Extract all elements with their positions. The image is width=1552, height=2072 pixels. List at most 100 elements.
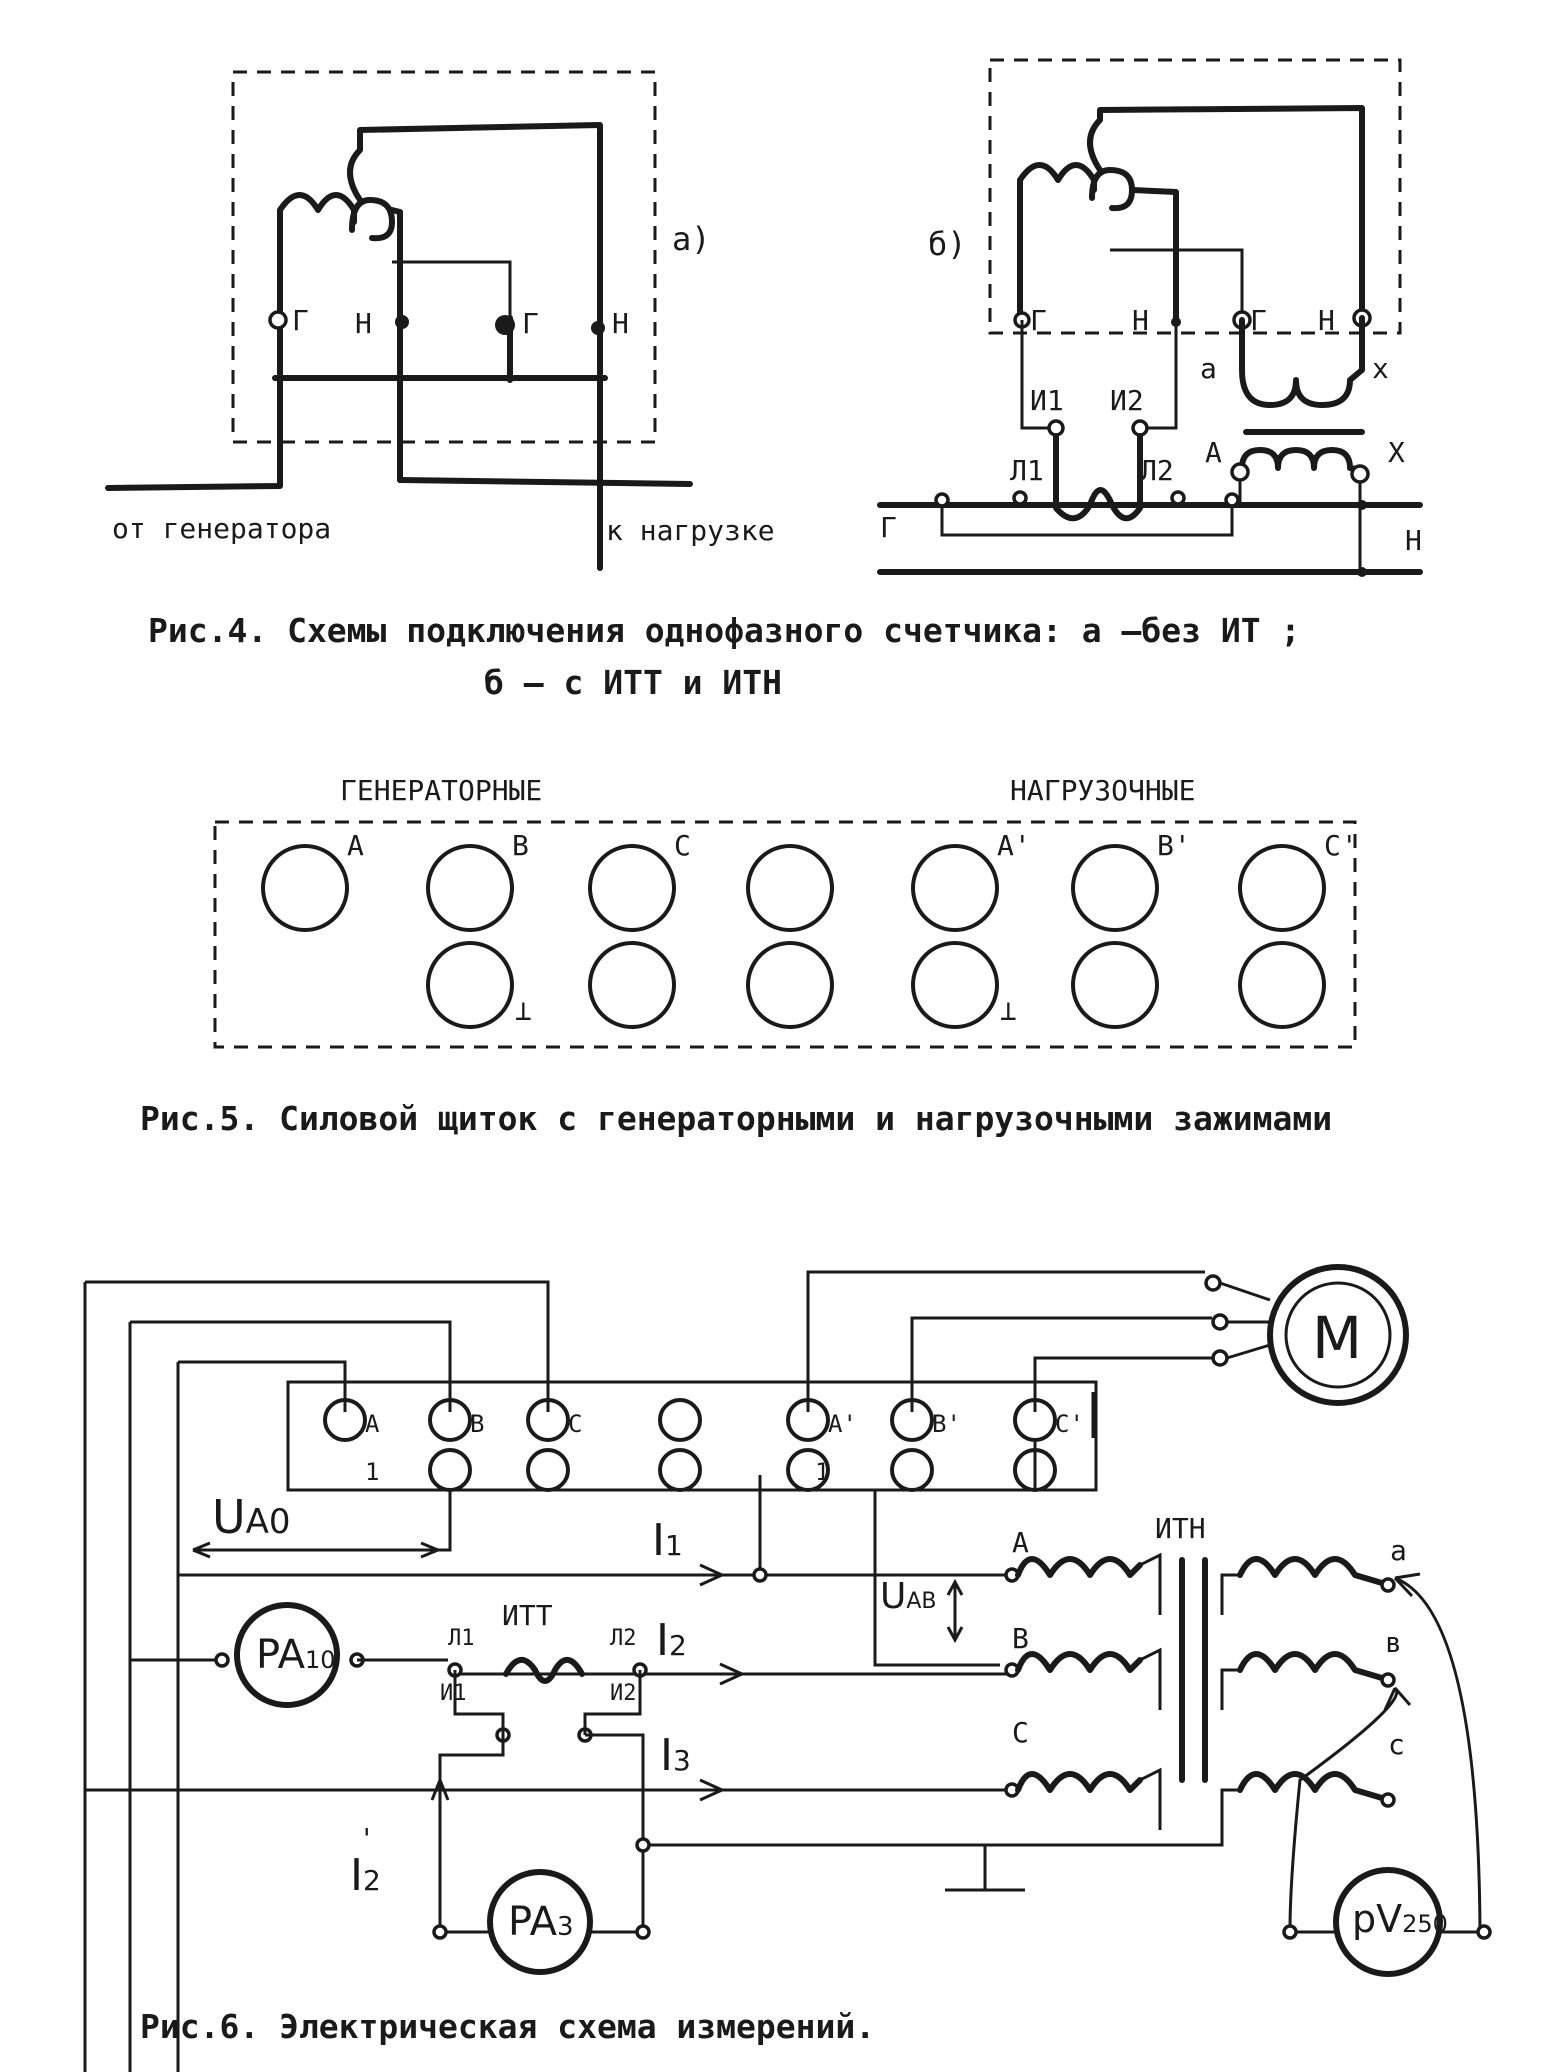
fig5-ground-1: ⊥ bbox=[515, 994, 532, 1027]
fig4b-meter-enclosure bbox=[988, 58, 1402, 335]
fig4b-vt-primary bbox=[1239, 447, 1365, 473]
fig6-panel-label-7: С' bbox=[1055, 1410, 1084, 1438]
fig6-panel-terminal-bottom-4 bbox=[658, 1448, 702, 1492]
fig6-ct-coil bbox=[503, 1657, 585, 1684]
fig4b-vt-secondary bbox=[1239, 315, 1365, 408]
fig4a-voltage-coil-top bbox=[347, 122, 603, 321]
fig6-motor bbox=[1267, 1264, 1409, 1406]
fig5-terminal-top-4 bbox=[746, 844, 834, 932]
fig4b-X: Х bbox=[1388, 436, 1405, 469]
fig6-ct-i1: И1 bbox=[440, 1681, 467, 1706]
fig6-vt-b: в bbox=[1385, 1626, 1402, 1659]
fig6-i3: I3 bbox=[660, 1730, 691, 1781]
fig6-vt-C: С bbox=[1012, 1716, 1029, 1749]
fig4a-voltage-return bbox=[392, 260, 512, 318]
fig4b-ct-coil bbox=[1053, 433, 1143, 522]
fig4a-terminal-label-g2: Г bbox=[522, 307, 539, 340]
fig6-vt-c: с bbox=[1388, 1728, 1405, 1761]
fig5-terminal-top-7 bbox=[1238, 844, 1326, 932]
fig6-panel-ground-1: 1 bbox=[365, 1458, 379, 1486]
fig4a-from-generator: от генератора bbox=[112, 512, 331, 545]
fig6-vt-primary-coil-2 bbox=[1015, 1651, 1143, 1673]
fig6-u-a0: UА0 bbox=[212, 1490, 291, 1544]
fig5-terminal-bottom-6 bbox=[1071, 941, 1159, 1029]
fig6-voltmeter bbox=[1333, 1867, 1443, 1977]
fig6-vt-B: В bbox=[1012, 1622, 1029, 1655]
fig4b-terminal-label-g2: Г bbox=[1250, 304, 1267, 337]
fig5-terminal-label-1: А bbox=[347, 829, 364, 862]
fig4b-terminal-label-g1: Г bbox=[1030, 304, 1047, 337]
fig5-terminal-top-3 bbox=[588, 844, 676, 932]
fig5-terminal-label-6: В' bbox=[1157, 829, 1191, 862]
fig5-terminal-label-7: С' bbox=[1324, 829, 1358, 862]
fig4b-ct-i1: И1 bbox=[1030, 384, 1064, 417]
fig5-terminal-bottom-2 bbox=[426, 941, 514, 1029]
fig6-vt-secondary-coil-3 bbox=[1237, 1771, 1385, 1801]
fig6-caption: Рис.6. Электрическая схема измерений. bbox=[140, 2007, 875, 2046]
fig5-terminal-label-3: С bbox=[674, 829, 691, 862]
fig4b-A: А bbox=[1205, 436, 1222, 469]
fig5-terminal-bottom-7 bbox=[1238, 941, 1326, 1029]
fig6-panel-terminal-bottom-2 bbox=[428, 1448, 472, 1492]
fig6-i1: I1 bbox=[652, 1515, 683, 1566]
fig6-vt-primary-coil-1 bbox=[1015, 1556, 1143, 1578]
fig4a-load-line bbox=[397, 477, 693, 487]
fig4b-label: б) bbox=[928, 225, 967, 263]
fig4-caption-line1: Рис.4. Схемы подключения однофазного сче… bbox=[148, 611, 1300, 650]
fig6-pv-label: pV250 bbox=[1352, 1897, 1448, 1941]
fig4a-voltage-coil bbox=[349, 197, 395, 242]
fig4b-ct-l1: Л1 bbox=[1010, 454, 1044, 487]
fig6-pa3-ammeter bbox=[487, 1869, 593, 1975]
fig4b-G: Г bbox=[880, 511, 897, 544]
fig6-panel-label-5: А' bbox=[828, 1410, 857, 1438]
fig4-caption-line2: б – с ИТТ и ИТН bbox=[484, 663, 782, 702]
fig6-panel-terminal-bottom-5 bbox=[786, 1448, 830, 1492]
fig6-panel-terminal-bottom-6 bbox=[890, 1448, 934, 1492]
fig6-panel-label-6: В' bbox=[932, 1410, 961, 1438]
fig4b-ct-l2: Л2 bbox=[1140, 454, 1174, 487]
fig6-pa3-label: PA3 bbox=[508, 1899, 573, 1945]
fig4a-coil-link bbox=[389, 207, 403, 321]
fig4a-current-coil bbox=[277, 192, 357, 321]
fig4a-terminal-label-n1: Н bbox=[355, 307, 372, 340]
fig4b-terminal-label-n2: Н bbox=[1318, 304, 1335, 337]
fig4b-x-upper: х bbox=[1372, 352, 1389, 385]
fig4a-to-load: к нагрузке bbox=[606, 514, 775, 547]
fig6-u-ab: UАВ bbox=[880, 1576, 937, 1617]
fig5-group-generator: ГЕНЕРАТОРНЫЕ bbox=[340, 774, 542, 807]
fig4a-meter-enclosure bbox=[231, 70, 657, 444]
fig5-panel-border bbox=[213, 820, 1357, 1049]
fig5-terminal-bottom-4 bbox=[746, 941, 834, 1029]
fig6-vt-primary-coil-3 bbox=[1015, 1771, 1143, 1793]
fig4b-ct-wiring bbox=[1020, 320, 1178, 430]
fig4b-N: Н bbox=[1405, 524, 1422, 557]
fig5-ground-2: ⊥ bbox=[1000, 994, 1017, 1027]
fig6-ct-name: ИТТ bbox=[502, 1599, 553, 1632]
fig6-panel-border bbox=[286, 1380, 1098, 1492]
fig6-vt-secondary-coil-2 bbox=[1237, 1651, 1385, 1681]
fig4a-terminal-n2 bbox=[591, 321, 605, 335]
fig5-terminal-bottom-3 bbox=[588, 941, 676, 1029]
fig6-panel-label-3: С bbox=[568, 1410, 582, 1438]
fig5-terminal-label-5: А' bbox=[997, 829, 1031, 862]
fig6-panel-terminal-top-4 bbox=[658, 1398, 702, 1442]
fig5-group-load: НАГРУЗОЧНЫЕ bbox=[1010, 774, 1195, 807]
fig6-panel-label-2: В bbox=[470, 1410, 484, 1438]
fig6-vt-secondary-coil-1 bbox=[1237, 1556, 1385, 1586]
fig6-i2p: I2' bbox=[350, 1822, 381, 1901]
fig5-terminal-top-6 bbox=[1071, 844, 1159, 932]
fig6-panel-ground-2: 1 bbox=[815, 1458, 829, 1486]
fig4a-diagram: Г Н Г Н от генератора к нагрузке а) bbox=[105, 70, 775, 571]
fig6-i2: I2 bbox=[656, 1615, 687, 1666]
fig5-caption: Рис.5. Силовой щиток с генераторными и н… bbox=[140, 1099, 1332, 1138]
fig4a-terminal-g1 bbox=[268, 310, 288, 330]
fig6-ct-l2: Л2 bbox=[610, 1626, 637, 1651]
fig6-panel-label-1: А bbox=[365, 1410, 380, 1438]
fig4b-ct-i2: И2 bbox=[1110, 384, 1144, 417]
fig6-vt-a: а bbox=[1390, 1534, 1407, 1567]
fig4a-terminal-label-n2: Н bbox=[612, 307, 629, 340]
fig4a-terminal-n1 bbox=[395, 315, 409, 329]
